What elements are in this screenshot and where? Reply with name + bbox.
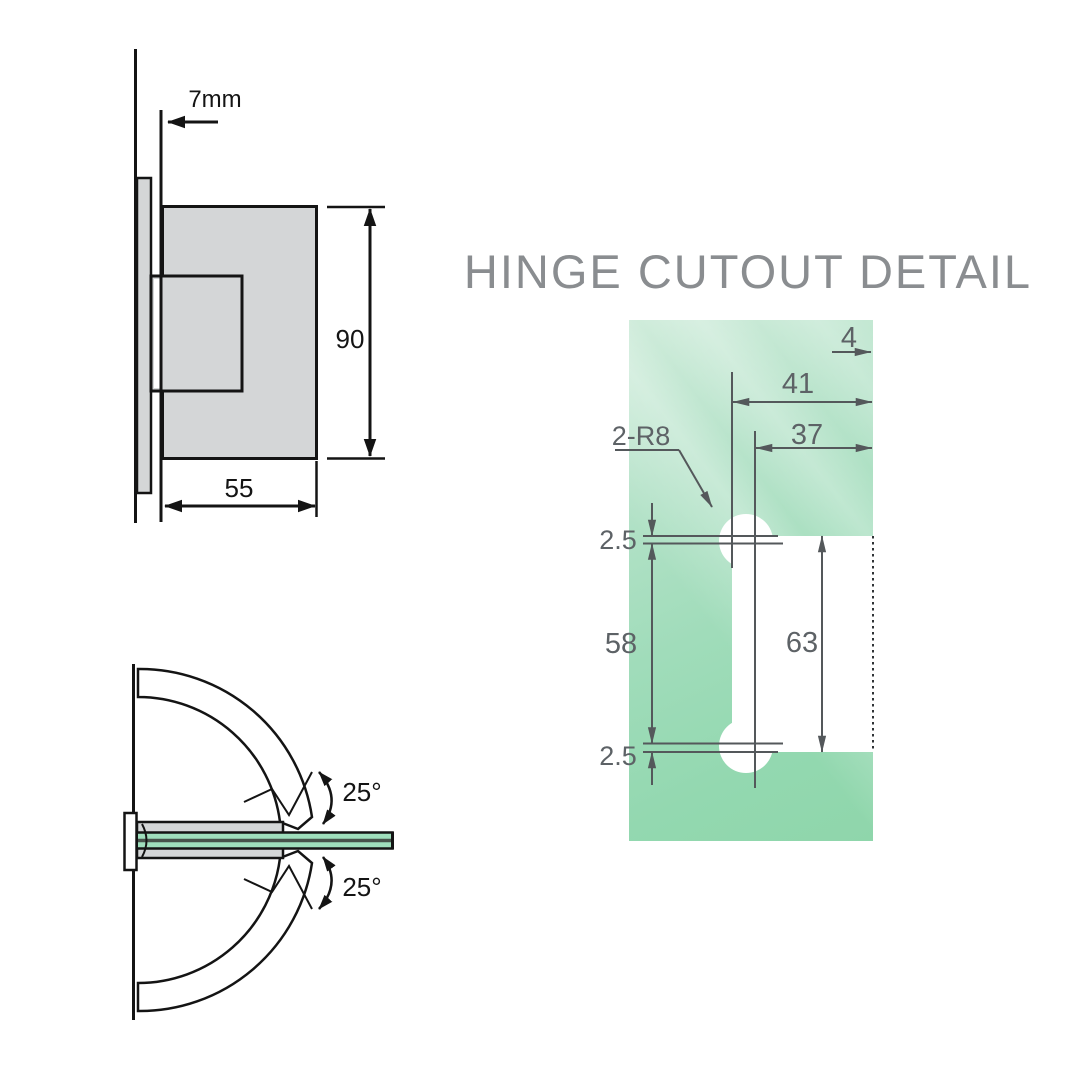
swing-angle-down-label: 25°	[342, 872, 381, 902]
cutout-detail-diagram: HINGE CUTOUT DETAIL 4 41 37 2-R8 2.5	[464, 245, 1032, 841]
hinge-clamp-rect	[149, 274, 244, 393]
wall-bracket	[123, 811, 138, 872]
dim-55-label: 55	[225, 473, 254, 503]
span-label: 58	[605, 628, 637, 660]
side-view-diagram: 7mm 90 55	[134, 49, 385, 523]
clamp-curve	[141, 823, 148, 858]
gap-top-label: 2.5	[599, 525, 637, 555]
radius-label: 2-R8	[612, 421, 671, 451]
cutout-detail-title: HINGE CUTOUT DETAIL	[464, 245, 1032, 298]
offset-7mm-label: 7mm	[188, 86, 241, 113]
dim-37-label: 37	[791, 419, 823, 451]
relief-circle-bottom	[719, 719, 773, 773]
door-swing-band-upper	[136, 667, 314, 831]
relief-circle-top	[719, 514, 773, 568]
swing-angle-arrow-up	[318, 771, 336, 825]
dim-4-label: 4	[841, 322, 857, 354]
door-swing-band-lower	[136, 849, 314, 1013]
dim-41-label: 41	[782, 368, 814, 400]
swing-angle-up-label: 25°	[342, 777, 381, 807]
swing-angle-arrow-down	[318, 856, 336, 910]
glass-gap	[154, 279, 160, 388]
glass-edge-strip	[135, 176, 153, 495]
break-line-lower	[243, 864, 313, 910]
break-line-upper	[243, 771, 313, 817]
total-height-label: 63	[786, 627, 818, 659]
top-view-diagram: 25° 25°	[123, 664, 394, 1020]
dim-90-label: 90	[336, 324, 365, 354]
gap-bottom-label: 2.5	[599, 741, 637, 771]
radius-leader-arrow	[678, 449, 713, 508]
